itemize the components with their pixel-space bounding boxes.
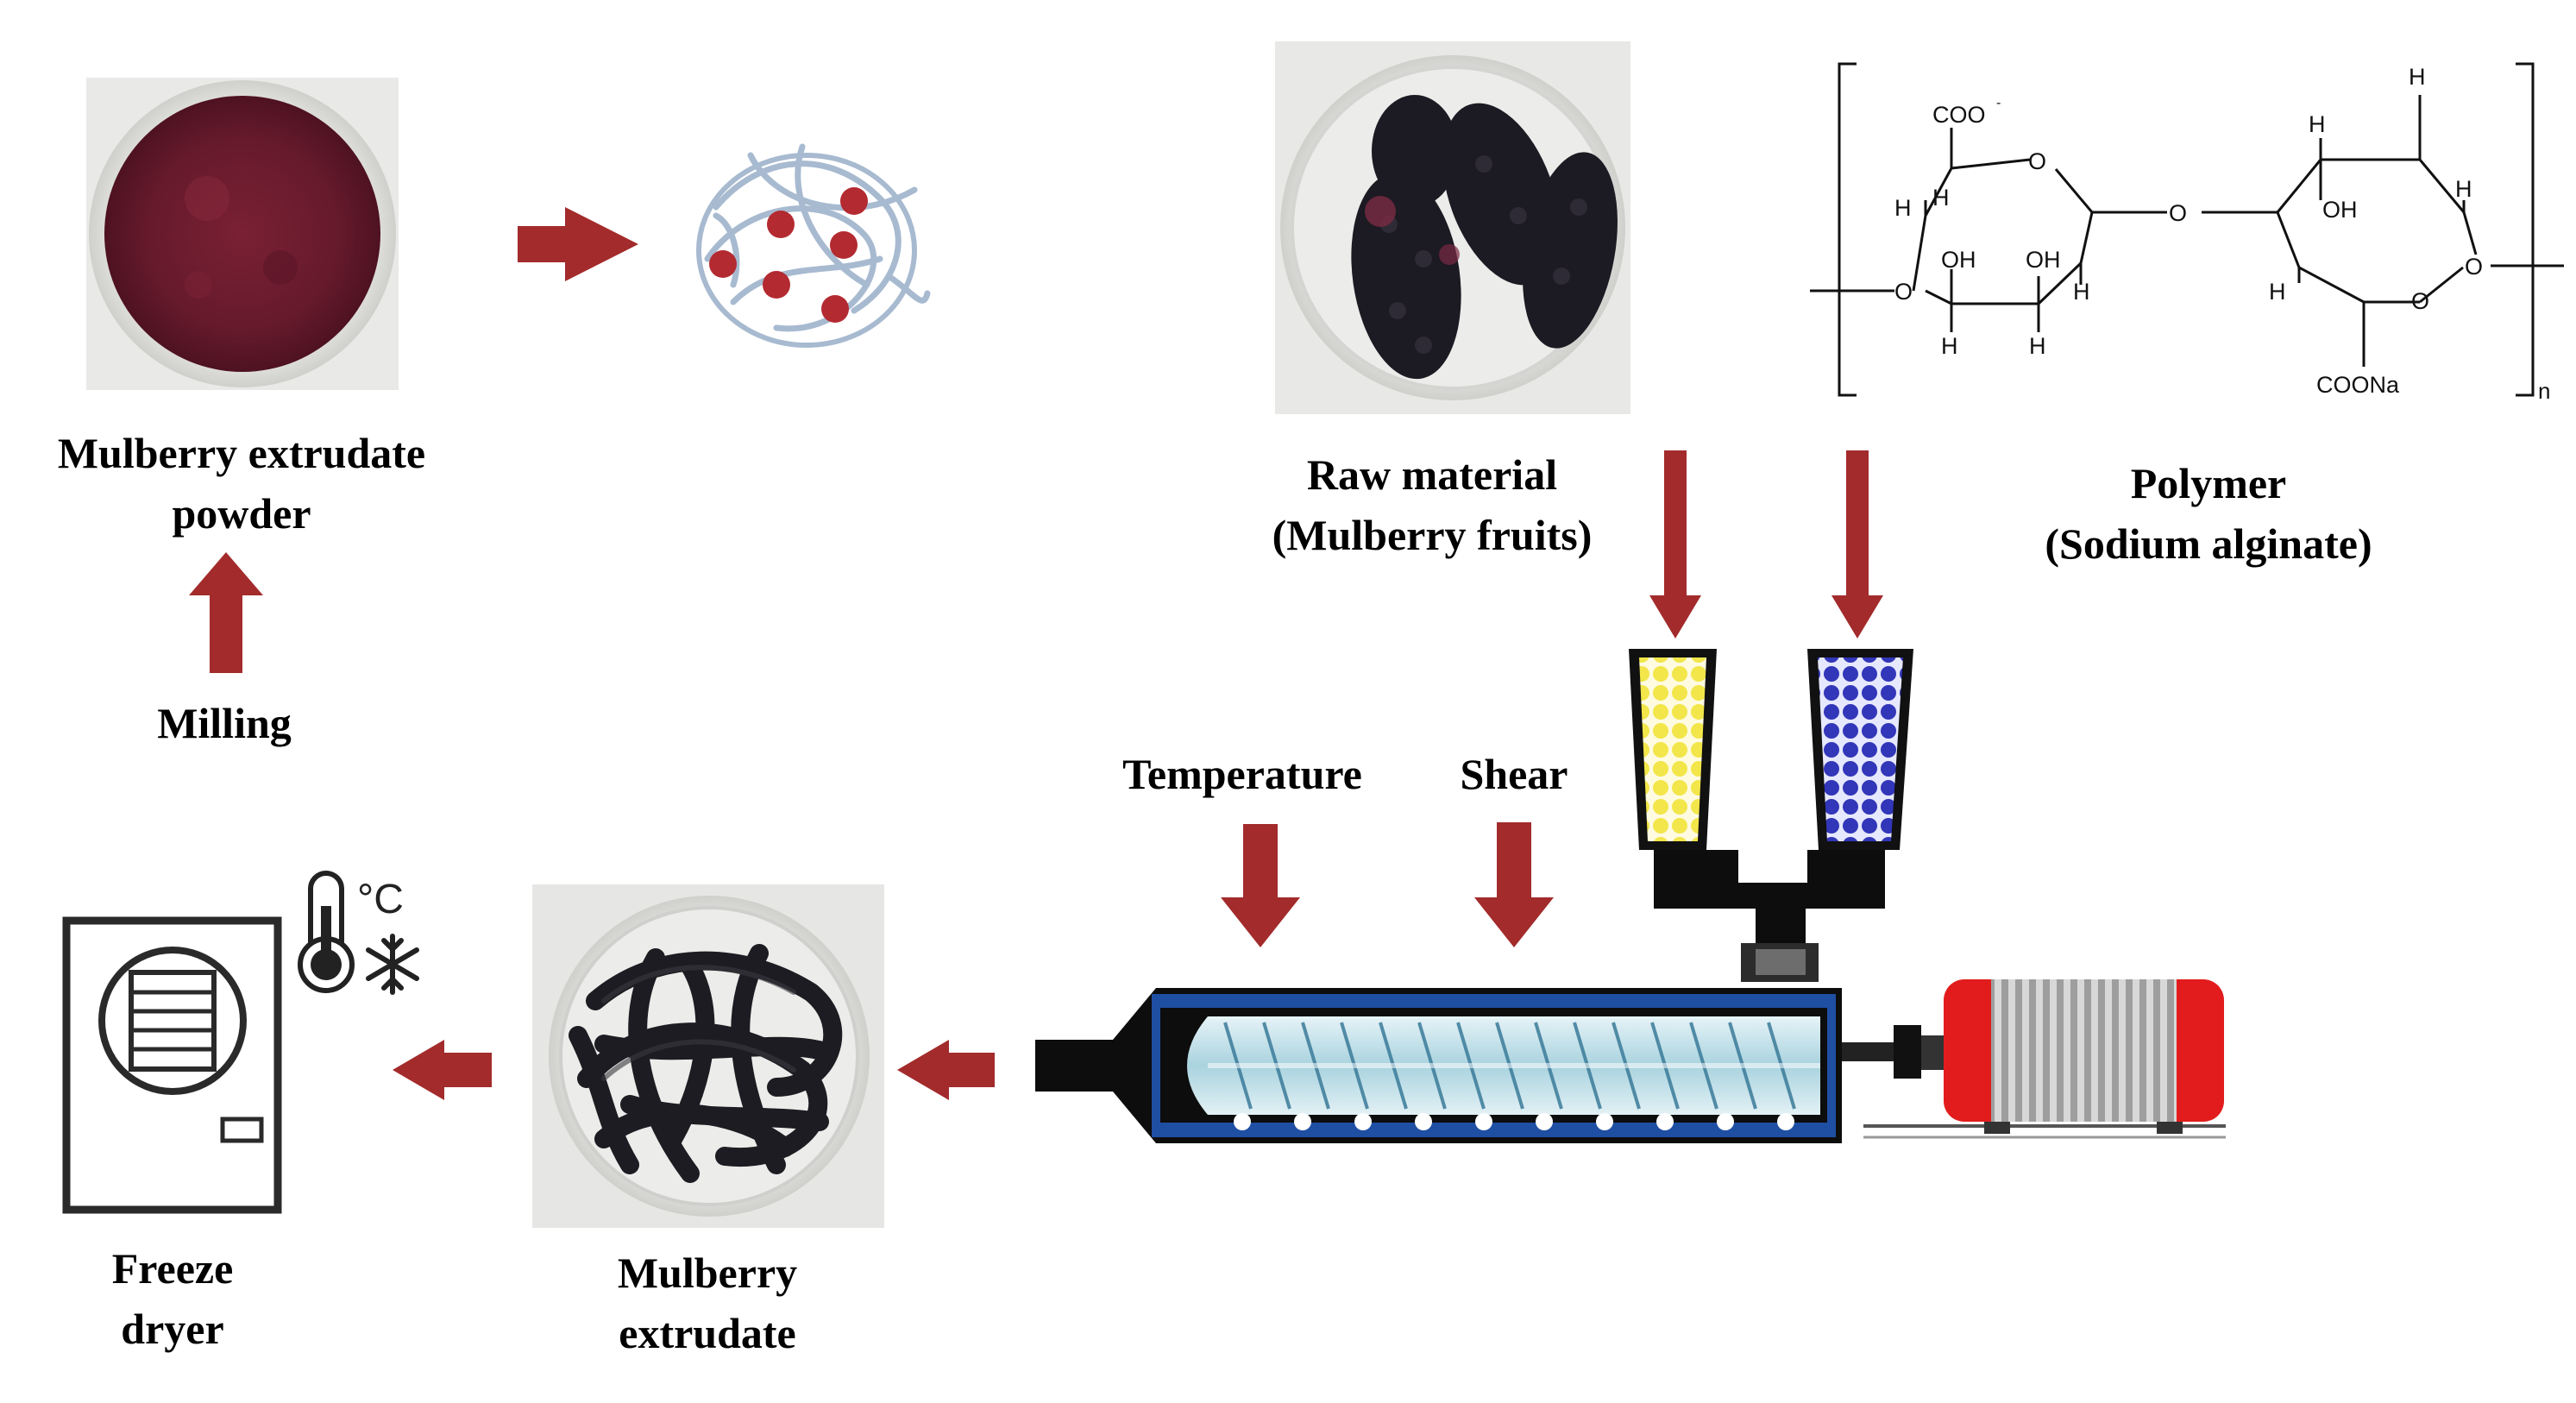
anthocyanin-dots <box>709 187 868 323</box>
chem-h-6: H <box>2269 279 2286 305</box>
label-polymer-line2: (Sodium alginate) <box>2045 519 2372 568</box>
chem-coona: COONa <box>2316 372 2400 398</box>
chem-h-5: H <box>2073 279 2090 305</box>
arrow-down-raw <box>1649 450 1701 639</box>
label-milling-text: Milling <box>157 699 292 747</box>
chem-h-4: H <box>2029 333 2046 359</box>
chem-coo-charge: - <box>1996 96 2001 110</box>
raw-material-photo <box>1275 41 1630 414</box>
celsius-symbol: °C <box>357 877 404 922</box>
chem-h-9: H <box>2455 176 2472 202</box>
label-shear: Shear <box>1406 744 1622 804</box>
label-temperature: Temperature <box>1061 744 1423 804</box>
arrow-left-to-dryer <box>393 1040 492 1100</box>
snowflake-icon <box>366 934 419 995</box>
chem-h-1: H <box>1894 195 1912 221</box>
label-shear-text: Shear <box>1460 750 1568 798</box>
extrudate-strands <box>569 944 843 1183</box>
chem-repeat-n: n <box>2538 378 2550 404</box>
chem-h-8: H <box>2409 64 2426 90</box>
feeder-throat <box>1654 850 1885 982</box>
chem-o-left: O <box>1894 279 1913 305</box>
label-extrudate-line2: extrudate <box>619 1309 796 1357</box>
chem-o-ring1: O <box>2028 148 2046 174</box>
label-raw-material: Raw material (Mulberry fruits) <box>1208 444 1656 565</box>
hopper-polymer <box>1807 649 1913 850</box>
chem-o-ring2: O <box>2411 288 2429 314</box>
bracket-left <box>1838 62 1857 397</box>
extrudate-photo <box>532 884 884 1228</box>
alginate-structure <box>1810 62 2564 397</box>
chem-oh-1: OH <box>1941 247 1976 273</box>
label-polymer: Polymer (Sodium alginate) <box>1984 453 2433 574</box>
label-powder: Mulberry extrudate powder <box>17 423 466 544</box>
label-raw-line2: (Mulberry fruits) <box>1272 511 1593 559</box>
label-dryer-line1: Freeze <box>111 1244 234 1293</box>
chem-o-link: O <box>2169 200 2187 226</box>
powder-fill <box>104 96 380 372</box>
arrow-down-polymer <box>1831 450 1883 639</box>
arrow-down-shear <box>1474 822 1554 947</box>
freeze-dryer-icon <box>62 916 282 1214</box>
label-temperature-text: Temperature <box>1122 750 1362 798</box>
label-powder-line2: powder <box>172 489 311 538</box>
chem-oh-3: OH <box>2322 197 2358 223</box>
bracket-right <box>2516 62 2535 397</box>
label-polymer-line1: Polymer <box>2130 459 2287 507</box>
hopper-raw <box>1629 649 1717 850</box>
label-raw-line1: Raw material <box>1306 450 1558 499</box>
alginate-labels: COO - O H H O OH OH H H H O H H OH H H O… <box>1894 64 2550 404</box>
arrow-up-milling <box>189 552 263 673</box>
encapsulation-icon <box>696 143 931 348</box>
extruder-barrel <box>1035 988 2226 1143</box>
arrow-right-to-capsule <box>518 207 638 281</box>
label-powder-line1: Mulberry extrudate <box>57 429 426 477</box>
label-freeze-dryer: Freeze dryer <box>35 1238 311 1359</box>
label-milling: Milling <box>104 693 345 753</box>
chem-oh-2: OH <box>2026 247 2061 273</box>
arrow-down-temperature <box>1221 824 1300 947</box>
chem-h-7: H <box>2309 111 2326 137</box>
thermometer-icon <box>298 871 355 993</box>
chem-coo-minus: COO <box>1932 102 1986 128</box>
chem-h-2: H <box>1932 185 1950 211</box>
label-extrudate-line1: Mulberry <box>617 1249 798 1297</box>
extruder-motor <box>1944 979 2224 1134</box>
arrow-left-to-extrudate <box>897 1040 995 1100</box>
chem-o-right: O <box>2465 254 2483 280</box>
powder-photo <box>86 78 399 390</box>
chem-h-3: H <box>1941 333 1958 359</box>
label-extrudate: Mulberry extrudate <box>535 1243 880 1363</box>
label-dryer-line2: dryer <box>121 1305 224 1353</box>
